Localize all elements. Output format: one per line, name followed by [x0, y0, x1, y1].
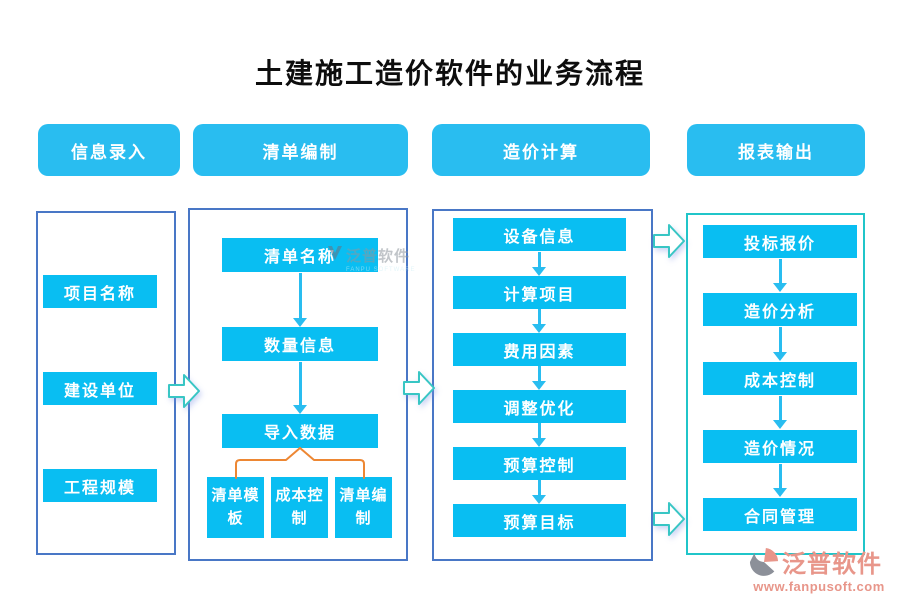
flow-box: 调整优化: [453, 390, 626, 423]
flow-arrow-down: [532, 252, 546, 276]
flow-box: 清单名称: [222, 238, 378, 272]
stage-arrow-right-icon: [653, 224, 685, 258]
flow-arrow-down: [773, 327, 787, 361]
brand-logo: 泛普软件 www.fanpusoft.com: [749, 544, 889, 594]
flow-box: 费用因素: [453, 333, 626, 366]
stage-header-cost-calc: 造价计算: [432, 124, 650, 176]
flow-box: 建设单位: [43, 372, 157, 405]
flow-arrow-down: [293, 273, 307, 327]
watermark: 泛普软件 FANPU SOFTWARE: [327, 245, 415, 273]
flow-arrow-down: [532, 480, 546, 504]
flow-box: 清单模板: [207, 477, 264, 538]
stage-header-list-compile: 清单编制: [193, 124, 408, 176]
flow-box: 设备信息: [453, 218, 626, 251]
flow-box: 造价情况: [703, 430, 857, 463]
flow-box: 成本控制: [703, 362, 857, 395]
branch-connector: [235, 447, 365, 479]
flow-box: 预算控制: [453, 447, 626, 480]
brand-logo-icon: [749, 547, 779, 576]
stage-arrow-right-icon: [403, 371, 435, 405]
stage-header-report-output: 报表输出: [687, 124, 865, 176]
flow-box: 导入数据: [222, 414, 378, 448]
flow-box: 造价分析: [703, 293, 857, 326]
watermark-v-icon: [328, 246, 342, 260]
page-title: 土建施工造价软件的业务流程: [254, 58, 645, 89]
flow-arrow-down: [773, 259, 787, 292]
flow-arrow-down: [532, 423, 546, 447]
flow-arrow-down: [773, 464, 787, 497]
flow-box: 项目名称: [43, 275, 157, 308]
stage-arrow-right-icon: [653, 502, 685, 536]
flow-arrow-down: [773, 396, 787, 429]
stage-arrow-right-icon: [168, 374, 200, 408]
flow-arrow-down: [293, 362, 307, 414]
watermark-name: 泛普软件: [346, 248, 411, 265]
flow-box: 投标报价: [703, 225, 857, 258]
brand-logo-url: www.fanpusoft.com: [753, 579, 885, 594]
flow-arrow-down: [532, 309, 546, 333]
brand-logo-name: 泛普软件: [782, 551, 882, 578]
flow-box: 预算目标: [453, 504, 626, 537]
flow-box: 清单编制: [335, 477, 392, 538]
stage-header-info-entry: 信息录入: [38, 124, 180, 176]
flow-box: 工程规模: [43, 469, 157, 502]
flow-arrow-down: [532, 366, 546, 390]
watermark-subtitle: FANPU SOFTWARE: [346, 267, 416, 273]
flow-box: 合同管理: [703, 498, 857, 531]
flow-box: 数量信息: [222, 327, 378, 361]
flow-box: 计算项目: [453, 276, 626, 309]
flow-box: 成本控制: [271, 477, 328, 538]
